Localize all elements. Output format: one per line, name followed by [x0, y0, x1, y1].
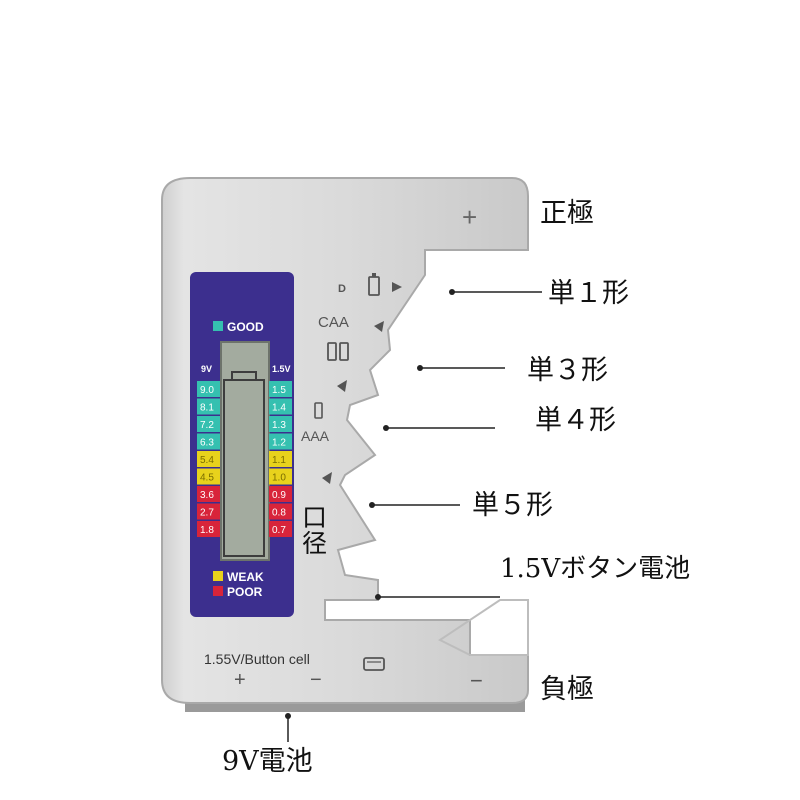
left-header: 9V: [201, 364, 212, 374]
poor-label: POOR: [227, 585, 263, 599]
left-scale-cell: [197, 398, 220, 415]
left-scale-cell: [197, 416, 220, 432]
right-scale-cell: [269, 381, 292, 397]
button-plus-sign: +: [234, 669, 246, 691]
callout-negative: 負極: [540, 674, 594, 705]
left-scale-value: 4.5: [200, 473, 214, 484]
left-scale-cell: [197, 521, 220, 537]
aaa-battery-icon: [314, 402, 323, 419]
callout-button-cell: 1.5Vボタン電池: [500, 554, 691, 584]
poor-swatch: [213, 586, 223, 596]
right-scale-cell: [269, 433, 292, 450]
slot-caa-label: CAA: [318, 314, 349, 331]
button-cell-label: 1.55V/Button cell: [204, 651, 310, 667]
right-scale-cell: [269, 451, 292, 467]
left-scale-cell: [197, 503, 220, 520]
slot-d-label: D: [338, 283, 346, 295]
good-swatch: [213, 321, 223, 331]
callout-diameter: 口 径: [302, 503, 328, 559]
arrow-c-icon: [374, 321, 384, 332]
left-scale-cell: [197, 381, 220, 397]
c-battery-icon: [327, 342, 337, 361]
left-scale: 9.0 8.1 7.2 6.3 5.4 4.5 3.6 2.7 1.8: [197, 381, 220, 537]
lcd-battery-outline: [223, 379, 265, 557]
left-scale-cell: [197, 451, 220, 467]
right-scale-cell: [269, 521, 292, 537]
callout-size1: 単１形: [548, 278, 629, 309]
left-scale-cell: [197, 486, 220, 502]
aa-battery-icon: [339, 342, 349, 361]
button-minus-sign: −: [310, 669, 322, 691]
callout-size5: 単５形: [472, 490, 553, 521]
left-scale-value: 7.2: [200, 420, 214, 431]
right-scale-value: 0.8: [272, 508, 286, 519]
right-scale-value: 1.1: [272, 455, 286, 466]
callout-dots: [285, 289, 455, 719]
right-scale-cell: [269, 468, 292, 485]
right-scale-cell: [269, 486, 292, 502]
right-scale-value: 0.9: [272, 490, 286, 501]
right-scale-value: 0.7: [272, 525, 286, 536]
right-scale: 1.5 1.4 1.3 1.2 1.1 1.0 0.9 0.8 0.7: [269, 381, 292, 537]
weak-label: WEAK: [227, 570, 264, 584]
negative-sign: −: [470, 668, 483, 693]
d-battery-icon-cap: [372, 273, 376, 277]
right-header: 1.5V: [272, 364, 291, 374]
callout-lines: [287, 291, 542, 742]
right-scale-value: 1.4: [272, 403, 286, 414]
callout-positive: 正極: [540, 198, 594, 229]
callout-ninevolt: 9V電池: [222, 746, 313, 777]
left-scale-value: 5.4: [200, 455, 214, 466]
right-scale-value: 1.3: [272, 420, 286, 431]
callout-size3: 単３形: [527, 355, 608, 386]
lcd-screen: [220, 341, 270, 561]
right-scale-value: 1.0: [272, 473, 286, 484]
right-scale-cell: [269, 416, 292, 432]
arrow-aaa-icon: [322, 472, 332, 484]
right-scale-cell: [269, 503, 292, 520]
good-label: GOOD: [227, 320, 264, 334]
left-scale-value: 2.7: [200, 508, 214, 519]
arrow-aa-icon: [337, 380, 347, 392]
left-scale-value: 6.3: [200, 438, 214, 449]
arrow-d-icon: [392, 282, 402, 292]
weak-swatch: [213, 571, 223, 581]
slot-aaa-label: AAA: [301, 428, 330, 444]
ninevolt-battery-icon: [363, 657, 385, 671]
left-scale-cell: [197, 433, 220, 450]
right-scale-value: 1.5: [272, 385, 286, 396]
positive-sign: +: [462, 202, 477, 232]
callout-size4: 単４形: [535, 405, 616, 436]
right-scale-cell: [269, 398, 292, 415]
left-scale-value: 3.6: [200, 490, 214, 501]
left-scale-value: 1.8: [200, 525, 214, 536]
left-scale-cell: [197, 468, 220, 485]
button-cell-clip: [438, 599, 529, 656]
left-scale-value: 8.1: [200, 403, 214, 414]
left-scale-value: 9.0: [200, 385, 214, 396]
right-scale-value: 1.2: [272, 438, 286, 449]
